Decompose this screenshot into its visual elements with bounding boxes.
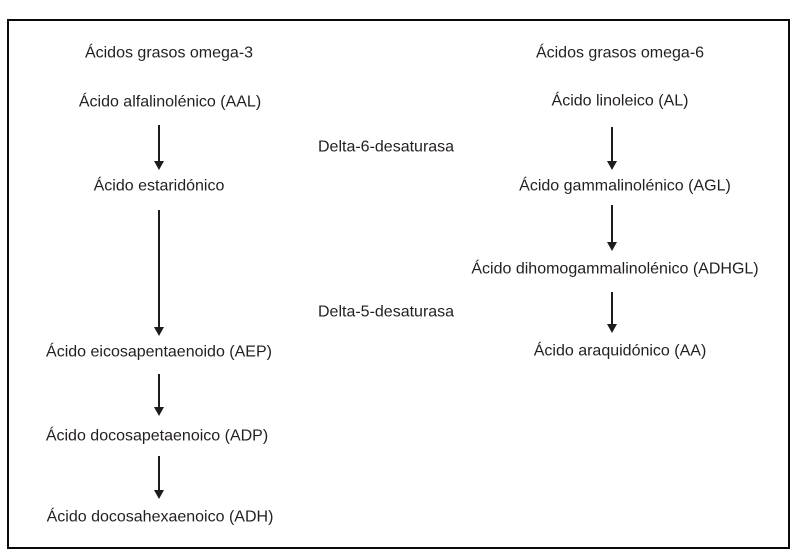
arrow-shaft (158, 374, 160, 408)
node-acido-alfalinolenico: Ácido alfalinolénico (AAL) (78, 93, 262, 111)
arrowhead-down-icon (154, 490, 164, 499)
node-acido-docosahexaenoico: Ácido docosahexaenoico (ADH) (46, 508, 274, 526)
omega3-column-title: Ácidos grasos omega-3 (84, 44, 254, 62)
arrow-shaft (158, 456, 160, 491)
enzyme-delta-6-desaturasa: Delta-6-desaturasa (318, 138, 455, 156)
arrowhead-down-icon (154, 407, 164, 416)
arrowhead-down-icon (154, 161, 164, 170)
node-acido-araquidonico: Ácido araquidónico (AA) (533, 342, 707, 360)
node-acido-docosapetaenoico: Ácido docosapetaenoico (ADP) (45, 427, 269, 445)
arrowhead-down-icon (154, 327, 164, 336)
node-acido-linoleico: Ácido linoleico (AL) (551, 92, 689, 110)
arrowhead-down-icon (607, 324, 617, 333)
arrow-shaft (611, 292, 613, 325)
arrow-shaft (158, 210, 160, 328)
node-acido-eicosapentaenoido: Ácido eicosapentaenoido (AEP) (46, 343, 272, 361)
node-acido-gammalinolenico: Ácido gammalinolénico (AGL) (519, 177, 731, 195)
arrowhead-down-icon (607, 161, 617, 170)
omega6-column-title: Ácidos grasos omega-6 (535, 44, 705, 62)
node-acido-estaridonico: Ácido estaridónico (93, 177, 225, 195)
arrowhead-down-icon (607, 242, 617, 251)
arrow-shaft (611, 205, 613, 243)
enzyme-delta-5-desaturasa: Delta-5-desaturasa (318, 303, 455, 321)
diagram-border (7, 19, 790, 549)
arrow-shaft (158, 125, 160, 162)
node-acido-dihomogammalinolenico: Ácido dihomogammalinolénico (ADHGL) (471, 260, 759, 278)
arrow-shaft (611, 127, 613, 162)
